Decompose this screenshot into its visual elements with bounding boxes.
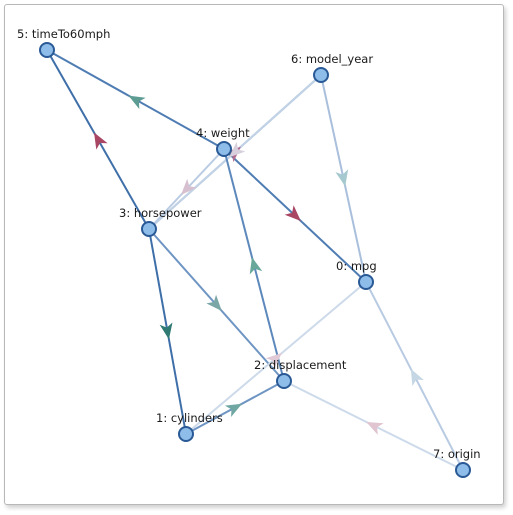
node-label: 4: weight — [196, 126, 250, 140]
edges-layer — [46, 49, 464, 471]
node-circle[interactable] — [455, 462, 471, 478]
node-label: 5: timeTo60mph — [17, 27, 110, 41]
node-origin[interactable]: 7: origin — [433, 447, 481, 478]
node-circle[interactable] — [216, 141, 232, 157]
node-timeto60mph[interactable]: 5: timeTo60mph — [17, 27, 110, 58]
edge-origin-to-displacement-arrow-icon — [366, 421, 384, 435]
edge-horsepower-to-timeto60mph-arrow-icon — [94, 132, 108, 150]
node-weight[interactable]: 4: weight — [196, 126, 250, 157]
node-circle[interactable] — [276, 373, 292, 389]
node-circle[interactable] — [358, 274, 374, 290]
edge-displacement-to-weight-arrow-icon — [249, 257, 263, 275]
node-label: 6: model_year — [291, 52, 373, 66]
node-label: 0: mpg — [336, 259, 377, 273]
node-circle[interactable] — [39, 42, 55, 58]
node-circle[interactable] — [313, 67, 329, 83]
node-circle[interactable] — [178, 426, 194, 442]
node-label: 3: horsepower — [119, 206, 202, 220]
edge-model-year-to-mpg-arrow-icon — [335, 169, 349, 187]
edge-cylinders-to-displacement-arrow-icon — [224, 403, 243, 418]
nodes-layer: 0: mpg 1: cylinders 2: displacement 3: hors… — [17, 27, 481, 478]
edge-horsepower-to-displacement-arrow-icon — [206, 294, 222, 311]
node-horsepower[interactable]: 3: horsepower — [119, 206, 202, 237]
edge-weight-to-mpg-arrow-icon — [284, 205, 301, 221]
node-model-year[interactable]: 6: model_year — [291, 52, 373, 83]
arrows-layer — [94, 95, 424, 435]
node-label: 7: origin — [433, 447, 481, 461]
edge-model-year-to-horsepower-arrow-icon — [229, 141, 246, 158]
node-label: 2: displacement — [254, 358, 347, 372]
node-mpg[interactable]: 0: mpg — [336, 259, 377, 290]
edge-horsepower-to-cylinders-arrow-icon — [159, 322, 173, 340]
edge-origin-to-mpg-arrow-icon — [410, 368, 424, 387]
graph-panel — [4, 4, 504, 505]
edge-weight-to-timeto60mph-arrow-icon — [128, 95, 146, 110]
node-label: 1: cylinders — [156, 411, 223, 425]
node-displacement[interactable]: 2: displacement — [254, 358, 347, 389]
node-circle[interactable] — [141, 221, 157, 237]
edge-weight-to-horsepower-arrow-icon — [181, 178, 197, 195]
node-cylinders[interactable]: 1: cylinders — [156, 411, 223, 442]
edge-cylinders-to-mpg-arrow-icon — [265, 352, 283, 369]
